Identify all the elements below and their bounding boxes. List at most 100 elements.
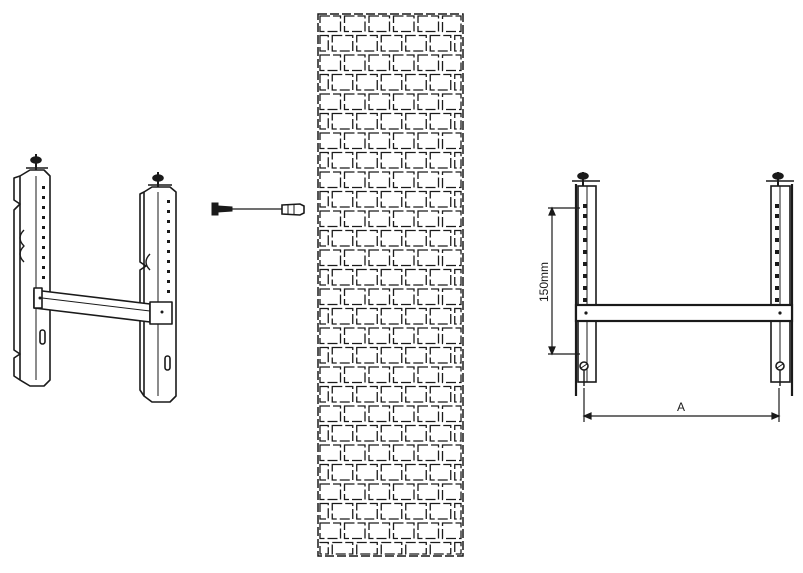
brick: [380, 502, 403, 520]
brick: [405, 502, 427, 520]
brick: [392, 210, 415, 228]
brick: [331, 502, 354, 520]
brick: [319, 190, 329, 208]
brick: [343, 93, 366, 111]
brick: [331, 463, 354, 481]
brick: [405, 541, 427, 555]
brick: [319, 444, 342, 462]
brick: [454, 151, 462, 169]
brick: [368, 249, 391, 267]
brick: [319, 522, 342, 540]
brick: [343, 327, 366, 345]
brick: [441, 54, 462, 72]
brick: [331, 34, 354, 52]
brick: [343, 210, 366, 228]
brick: [417, 522, 440, 540]
brick: [429, 463, 452, 481]
brick: [392, 249, 415, 267]
brick: [429, 34, 452, 52]
mounting-bracket-front-view: 150mm A: [537, 172, 794, 422]
brick: [454, 190, 462, 208]
brick: [392, 522, 415, 540]
brick: [356, 502, 378, 520]
brick: [454, 541, 462, 555]
front-left-rail-screw-icon: [572, 172, 600, 186]
anchor-screw-and-plug: [211, 202, 305, 216]
brick: [331, 229, 354, 247]
brick: [405, 151, 427, 169]
brick: [454, 502, 462, 520]
brick: [454, 268, 462, 286]
brick: [331, 112, 354, 130]
left-rail: [13, 169, 51, 387]
brick: [380, 112, 403, 130]
brick: [380, 268, 403, 286]
brick: [368, 210, 391, 228]
brick: [405, 112, 427, 130]
brick: [405, 346, 427, 364]
brick: [331, 307, 354, 325]
brick: [441, 522, 462, 540]
brick: [356, 151, 378, 169]
front-left-rail: [574, 184, 597, 396]
brick: [380, 463, 403, 481]
front-right-rail-holes: [775, 204, 779, 302]
brick: [343, 54, 366, 72]
brick: [368, 171, 391, 189]
brick: [319, 307, 329, 325]
brick: [356, 112, 378, 130]
brick: [429, 385, 452, 403]
brick: [429, 346, 452, 364]
brick: [319, 541, 329, 555]
brick: [429, 190, 452, 208]
brick: [368, 366, 391, 384]
brick: [441, 444, 462, 462]
brick: [343, 171, 366, 189]
brick: [319, 15, 342, 33]
brick: [331, 73, 354, 91]
brick: [392, 171, 415, 189]
height-dimension: [548, 206, 580, 356]
brick: [343, 483, 366, 501]
brick: [319, 171, 342, 189]
brick: [405, 34, 427, 52]
brick: [392, 15, 415, 33]
front-right-rail-bottom-latch-icon: [775, 361, 785, 386]
brick: [368, 405, 391, 423]
brick: [405, 268, 427, 286]
brick: [441, 249, 462, 267]
brick: [331, 541, 354, 555]
brick: [380, 34, 403, 52]
brick: [380, 190, 403, 208]
brick: [380, 229, 403, 247]
brick: [331, 151, 354, 169]
brick: [392, 327, 415, 345]
crossbar: [33, 287, 173, 325]
screw-icon: [211, 202, 233, 216]
brick: [356, 424, 378, 442]
brick: [356, 73, 378, 91]
brick: [343, 249, 366, 267]
brick: [343, 366, 366, 384]
brick: [331, 190, 354, 208]
right-rail-screw-icon: [148, 172, 172, 187]
brick: [380, 346, 403, 364]
brick: [380, 385, 403, 403]
brick: [319, 54, 342, 72]
brick: [429, 502, 452, 520]
mounting-bracket-perspective: [13, 154, 177, 403]
width-dimension: [582, 388, 781, 422]
brick: [441, 366, 462, 384]
brick: [319, 463, 329, 481]
front-right-rail: [770, 184, 794, 396]
brick: [331, 268, 354, 286]
brick: [380, 151, 403, 169]
brick: [368, 15, 391, 33]
brick: [380, 307, 403, 325]
brick: [417, 483, 440, 501]
brick: [441, 15, 462, 33]
wall-outline: [317, 13, 464, 557]
brick: [356, 385, 378, 403]
brick: [392, 483, 415, 501]
brick: [319, 327, 342, 345]
